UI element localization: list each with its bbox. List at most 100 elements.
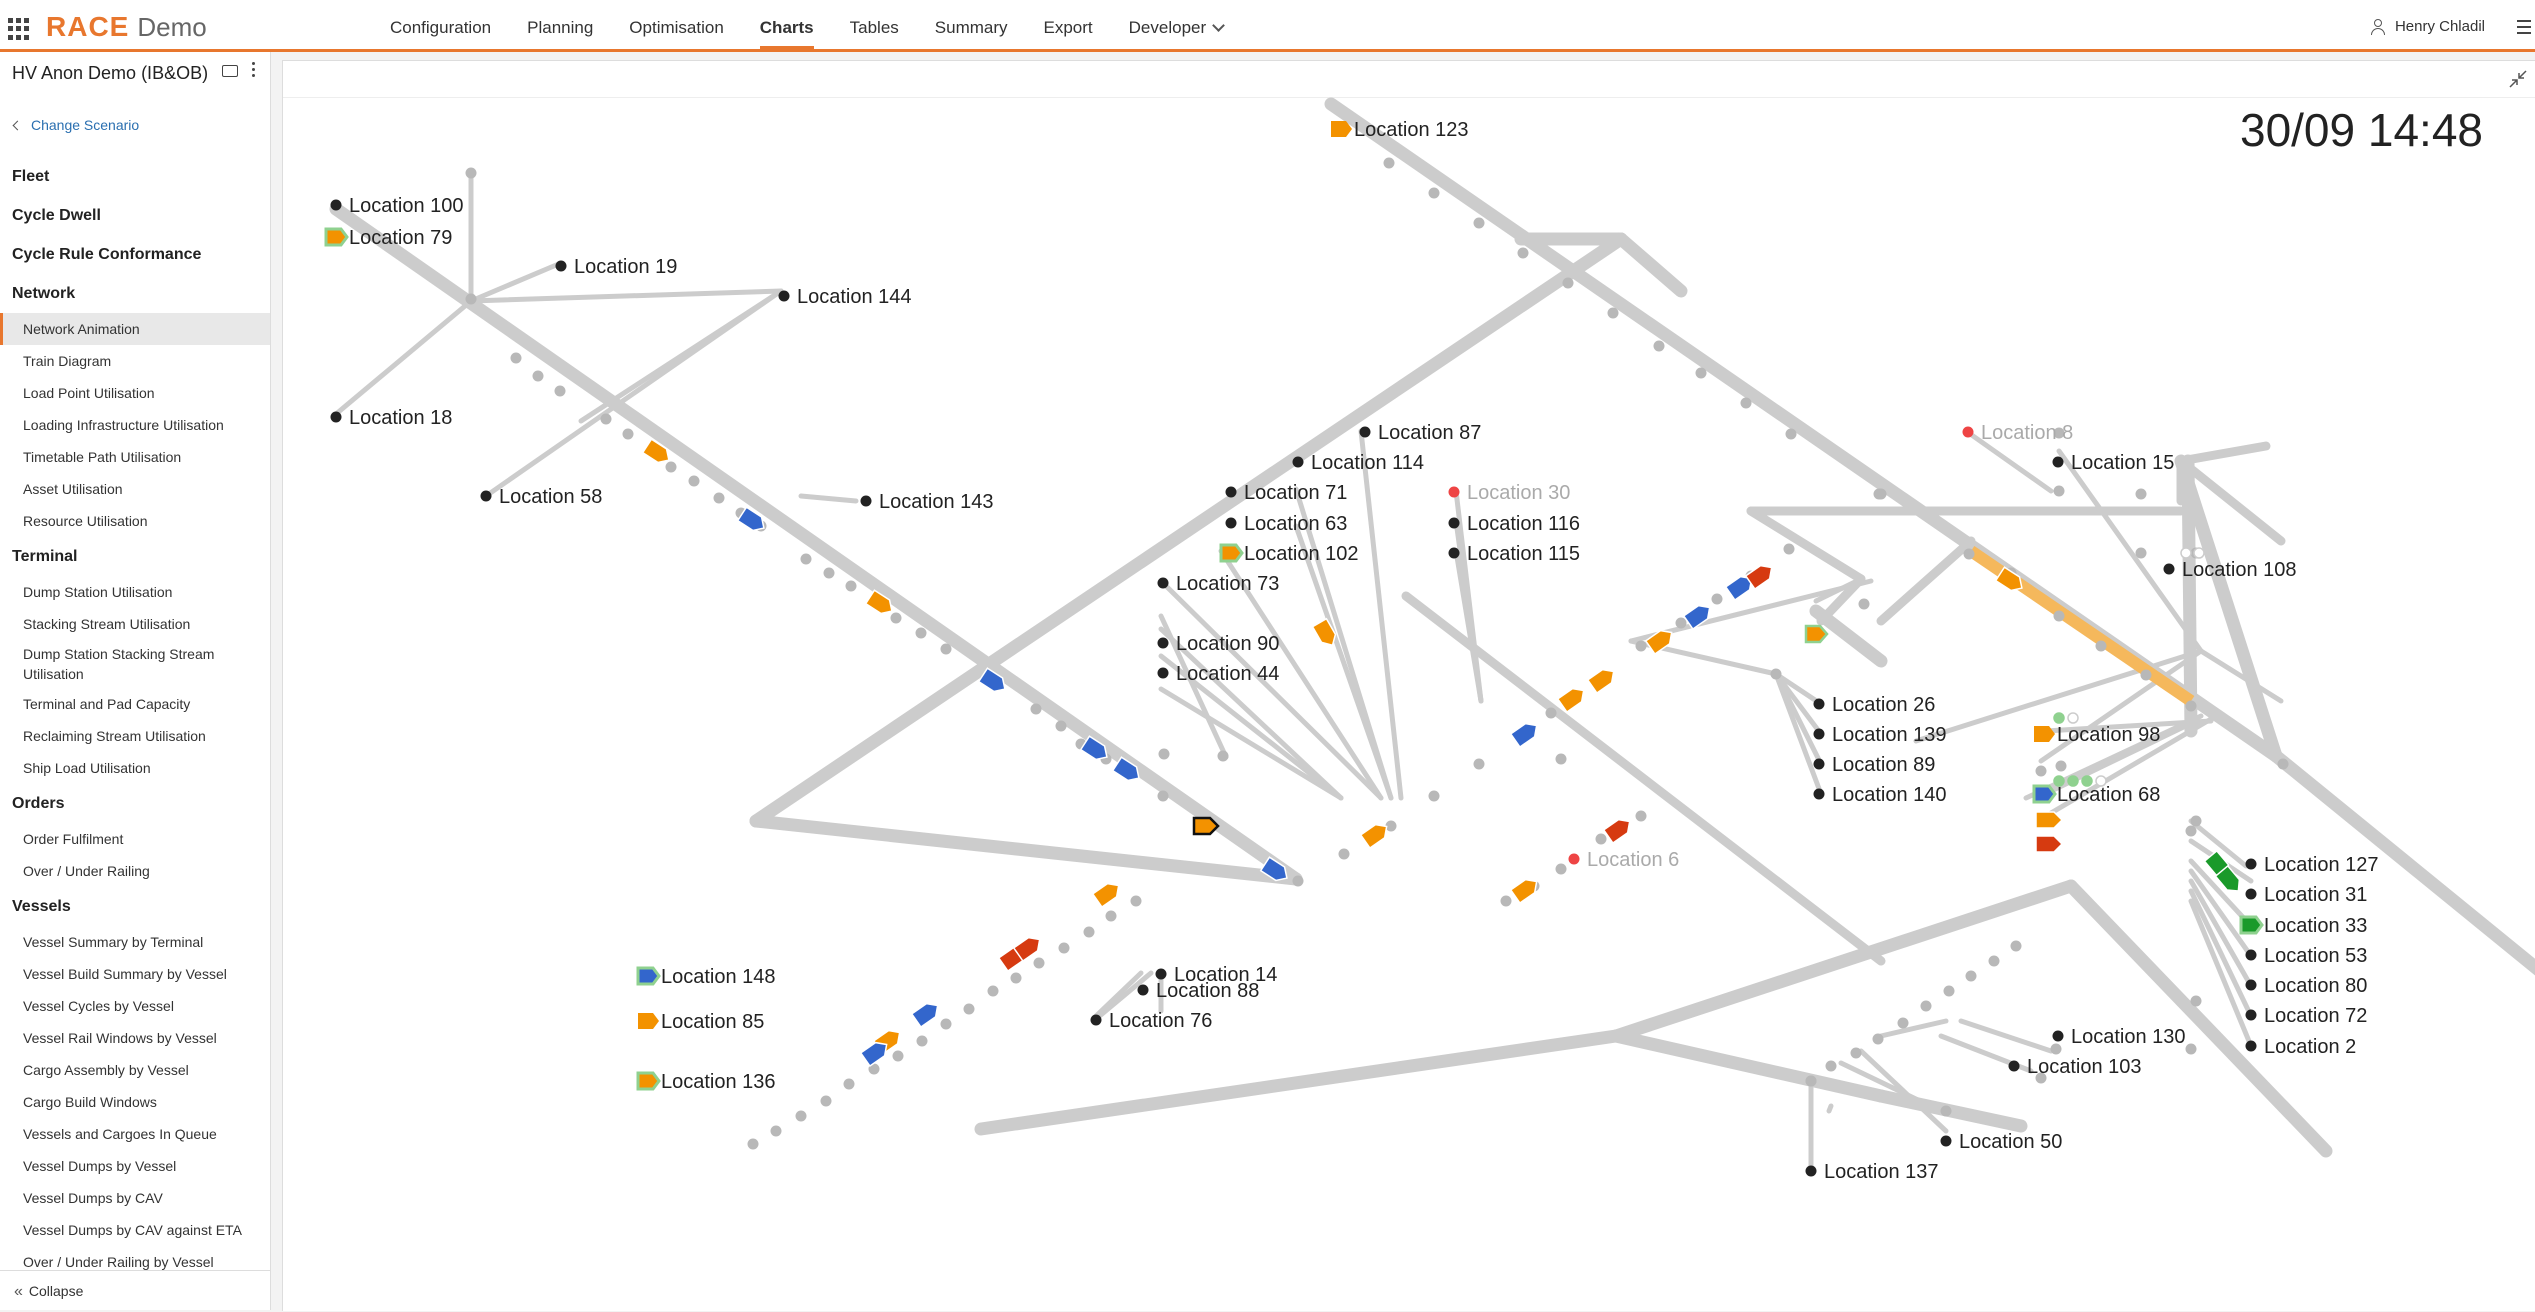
sidebar-item-vessel-dumps-by-vessel[interactable]: Vessel Dumps by Vessel: [23, 1158, 177, 1174]
nav-charts[interactable]: Charts: [742, 0, 832, 49]
location-location-103[interactable]: Location 103: [2008, 1056, 2142, 1078]
location-location-139[interactable]: Location 139: [1813, 724, 1947, 746]
sidebar-item-network-animation[interactable]: Network Animation: [0, 313, 270, 345]
train-blue[interactable]: [736, 506, 769, 535]
location-location-136[interactable]: Location 136: [636, 1071, 776, 1093]
location-location-85[interactable]: Location 85: [638, 1011, 764, 1033]
location-location-90[interactable]: Location 90: [1157, 633, 1280, 655]
app-launcher-icon[interactable]: [8, 18, 30, 40]
location-location-80[interactable]: Location 80: [2245, 975, 2368, 997]
train-blue[interactable]: [1111, 756, 1144, 785]
collapse-button[interactable]: «Collapse: [0, 1270, 270, 1310]
location-location-87[interactable]: Location 87: [1359, 422, 1482, 444]
location-location-88[interactable]: Location 88: [1137, 980, 1260, 1002]
sidebar-item-stacking-stream-utilisation[interactable]: Stacking Stream Utilisation: [23, 616, 191, 632]
location-location-79[interactable]: Location 79: [324, 227, 452, 249]
train-red[interactable]: [1012, 933, 1044, 963]
comment-icon[interactable]: [222, 65, 238, 77]
location-location-137[interactable]: Location 137: [1805, 1161, 1939, 1183]
location-location-143[interactable]: Location 143: [860, 491, 994, 513]
train-orange[interactable]: [1644, 626, 1676, 656]
location-location-116[interactable]: Location 116: [1448, 513, 1581, 535]
minimize-icon[interactable]: [2508, 69, 2528, 89]
train-selected[interactable]: [1192, 816, 1220, 836]
location-location-98[interactable]: Location 98: [2034, 724, 2160, 746]
location-location-140[interactable]: Location 140: [1813, 784, 1947, 806]
location-location-31[interactable]: Location 31: [2245, 884, 2368, 906]
train-red[interactable]: [1602, 815, 1634, 845]
sidebar-item-dump-station-stacking-stream-utilisation[interactable]: Dump Station Stacking Stream Utilisation: [23, 646, 215, 682]
sidebar-section-fleet[interactable]: Fleet: [12, 168, 50, 185]
train-orange[interactable]: [1359, 820, 1391, 850]
location-location-8[interactable]: Location 8: [1962, 422, 2074, 444]
train-orange[interactable]: [1556, 684, 1588, 714]
location-location-15[interactable]: Location 15: [2052, 452, 2175, 474]
hamburger-menu-icon[interactable]: [2517, 20, 2531, 38]
train-orange[interactable]: [641, 438, 674, 467]
nav-export[interactable]: Export: [1043, 18, 1093, 37]
sidebar-item-cargo-build-windows[interactable]: Cargo Build Windows: [23, 1094, 157, 1110]
location-location-53[interactable]: Location 53: [2245, 945, 2368, 967]
train-orange[interactable]: [2035, 811, 2064, 829]
location-location-100[interactable]: Location 100: [330, 195, 464, 217]
nav-developer[interactable]: Developer: [1111, 0, 1242, 49]
sidebar-item-vessel-rail-windows-by-vessel[interactable]: Vessel Rail Windows by Vessel: [23, 1030, 217, 1046]
train-blue[interactable]: [977, 667, 1010, 696]
nav-planning[interactable]: Planning: [527, 18, 594, 37]
location-location-148[interactable]: Location 148: [636, 966, 776, 988]
location-location-6[interactable]: Location 6: [1568, 849, 1680, 871]
location-location-26[interactable]: Location 26: [1813, 694, 1936, 716]
sidebar-item-train-diagram[interactable]: Train Diagram: [23, 353, 112, 369]
change-scenario-link[interactable]: Change Scenario: [12, 117, 139, 133]
sidebar-section-cycle-rule-conformance[interactable]: Cycle Rule Conformance: [12, 246, 202, 263]
more-options-icon[interactable]: [252, 62, 256, 80]
sidebar-item-load-point-utilisation[interactable]: Load Point Utilisation: [23, 385, 155, 401]
sidebar-item-loading-infrastructure-utilisation[interactable]: Loading Infrastructure Utilisation: [23, 417, 224, 433]
nav-tables[interactable]: Tables: [849, 18, 899, 37]
sidebar-item-vessels-and-cargoes-in-queue[interactable]: Vessels and Cargoes In Queue: [23, 1126, 217, 1142]
nav-configuration[interactable]: Configuration: [390, 18, 492, 37]
location-location-30[interactable]: Location 30: [1448, 482, 1571, 504]
location-location-18[interactable]: Location 18: [330, 407, 453, 429]
sidebar-item-dump-station-utilisation[interactable]: Dump Station Utilisation: [23, 584, 173, 600]
sidebar-item-timetable-path-utilisation[interactable]: Timetable Path Utilisation: [23, 449, 182, 465]
location-location-89[interactable]: Location 89: [1813, 754, 1936, 776]
location-location-76[interactable]: Location 76: [1090, 1010, 1213, 1032]
train-orange[interactable]: [864, 589, 897, 618]
location-location-144[interactable]: Location 144: [778, 286, 912, 308]
sidebar-item-reclaiming-stream-utilisation[interactable]: Reclaiming Stream Utilisation: [23, 728, 206, 744]
train-red[interactable]: [1744, 561, 1776, 591]
user-menu[interactable]: Henry Chladil: [2370, 18, 2485, 35]
location-location-127[interactable]: Location 127: [2245, 854, 2379, 876]
location-location-73[interactable]: Location 73: [1157, 573, 1280, 595]
location-location-115[interactable]: Location 115: [1448, 543, 1581, 565]
location-location-123[interactable]: Location 123: [1331, 119, 1469, 141]
sidebar-item-cargo-assembly-by-vessel[interactable]: Cargo Assembly by Vessel: [23, 1062, 189, 1078]
sidebar-item-vessel-dumps-by-cav[interactable]: Vessel Dumps by CAV: [23, 1190, 163, 1206]
train-orange[interactable]: [1994, 566, 2027, 595]
train-blue[interactable]: [1682, 601, 1714, 631]
sidebar-item-over-under-railing[interactable]: Over / Under Railing: [23, 863, 150, 879]
sidebar-item-vessel-dumps-by-cav-against-eta[interactable]: Vessel Dumps by CAV against ETA: [23, 1222, 242, 1238]
sidebar-item-terminal-and-pad-capacity[interactable]: Terminal and Pad Capacity: [23, 696, 191, 712]
train-blue[interactable]: [1509, 719, 1541, 749]
train-orange[interactable]: [1509, 875, 1541, 905]
train-blue[interactable]: [910, 999, 942, 1029]
location-location-14[interactable]: Location 14: [1155, 964, 1278, 986]
location-location-108[interactable]: Location 108: [2163, 559, 2297, 581]
train-blue[interactable]: [1259, 856, 1292, 885]
train-orange[interactable]: [1586, 665, 1618, 695]
location-location-71[interactable]: Location 71: [1225, 482, 1348, 504]
location-location-44[interactable]: Location 44: [1157, 663, 1280, 685]
location-location-130[interactable]: Location 130: [2052, 1026, 2186, 1048]
train-blue[interactable]: [859, 1038, 891, 1068]
location-location-63[interactable]: Location 63: [1225, 513, 1348, 535]
location-location-58[interactable]: Location 58: [480, 486, 603, 508]
train-orange[interactable]: [1091, 879, 1123, 909]
sidebar-section-cycle-dwell[interactable]: Cycle Dwell: [12, 207, 101, 224]
sidebar-item-vessel-cycles-by-vessel[interactable]: Vessel Cycles by Vessel: [23, 998, 174, 1014]
train-orange[interactable]: [1311, 617, 1340, 650]
location-location-72[interactable]: Location 72: [2245, 1005, 2368, 1027]
sidebar-item-vessel-summary-by-terminal[interactable]: Vessel Summary by Terminal: [23, 934, 204, 950]
sidebar-item-order-fulfilment[interactable]: Order Fulfilment: [23, 831, 124, 847]
